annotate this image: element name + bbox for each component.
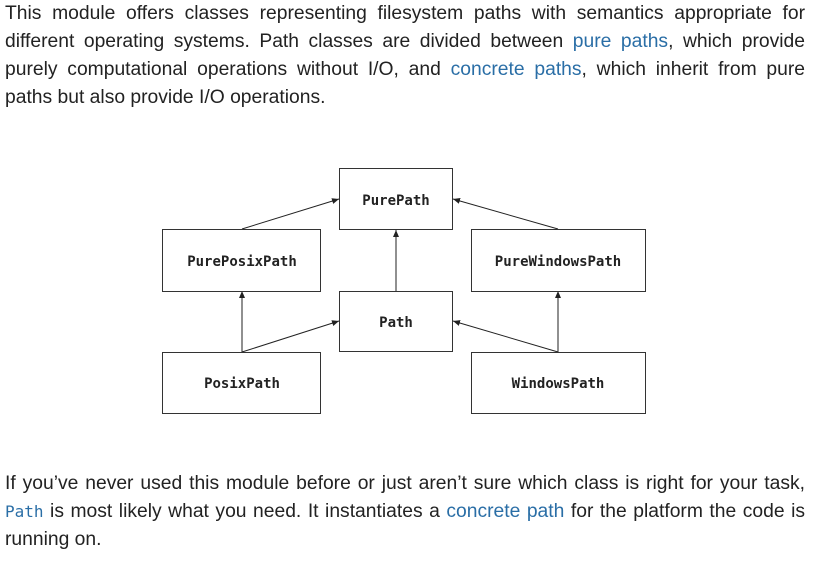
node-label-pureposixpath: PurePosixPath (187, 254, 297, 270)
node-windowspath: WindowsPath (471, 352, 646, 414)
node-path: Path (339, 291, 453, 352)
node-label-path: Path (379, 315, 413, 331)
intro-text-3: , which inherit from pure paths but also… (5, 59, 805, 108)
edge-pureposixpath-to-purepath (241, 198, 340, 230)
intro-text-2: , which provide purely computational ope… (5, 31, 805, 80)
intro-paragraph: This module offers classes representing … (5, 0, 805, 112)
usage-text-2: is most likely what you need. It instant… (43, 501, 447, 522)
pure-paths-link[interactable]: pure paths (572, 31, 669, 52)
node-pureposixpath: PurePosixPath (162, 229, 321, 292)
concrete-paths-link[interactable]: concrete paths (450, 59, 582, 80)
concrete-path-link[interactable]: concrete path (446, 501, 565, 522)
usage-text-1: If you’ve never used this module before … (5, 473, 805, 494)
node-label-purepath: PurePath (362, 193, 429, 209)
node-purepath: PurePath (339, 168, 453, 230)
edge-posixpath-to-path (241, 320, 340, 353)
path-class-code: Path (5, 502, 44, 521)
node-label-windowspath: WindowsPath (512, 376, 605, 392)
class-inheritance-diagram: PurePath PurePosixPath PureWindowsPath P… (162, 168, 646, 414)
intro-text-1: This module offers classes representing … (5, 3, 805, 52)
node-label-purewindowspath: PureWindowsPath (495, 254, 621, 270)
node-posixpath: PosixPath (162, 352, 321, 414)
usage-paragraph: If you’ve never used this module before … (5, 470, 805, 554)
usage-text-3: for the platform the code is running on. (5, 501, 806, 550)
edge-purewindowspath-to-purepath (452, 198, 559, 230)
edge-windowspath-to-path (452, 320, 559, 353)
node-label-posixpath: PosixPath (204, 376, 280, 392)
node-purewindowspath: PureWindowsPath (471, 229, 646, 292)
